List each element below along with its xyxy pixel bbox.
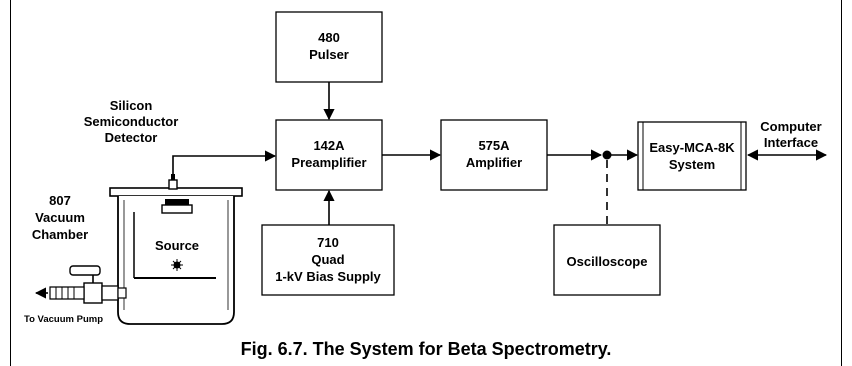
detector-label: Silicon Semiconductor Detector bbox=[84, 98, 179, 145]
oscilloscope-label: Oscilloscope bbox=[567, 254, 648, 269]
bias-label-line-3: 1-kV Bias Supply bbox=[275, 269, 381, 284]
amplifier-block: 575A Amplifier bbox=[440, 119, 548, 191]
svg-text:Detector: Detector bbox=[105, 130, 158, 145]
mca-label-line-1: Easy-MCA-8K bbox=[649, 140, 735, 155]
vacuum-pump-label: To Vacuum Pump bbox=[24, 314, 103, 325]
valve-icon bbox=[34, 265, 127, 304]
detector-to-preamp-arrow bbox=[172, 150, 277, 174]
preamplifier-block: 142A Preamplifier bbox=[275, 119, 383, 191]
source-marker-icon bbox=[171, 259, 183, 271]
mca-label-line-2: System bbox=[669, 157, 715, 172]
amplifier-label-line-1: 575A bbox=[478, 138, 510, 153]
svg-text:Chamber: Chamber bbox=[32, 227, 88, 242]
mca-system-block: Easy-MCA-8K System bbox=[637, 121, 747, 191]
svg-text:Vacuum: Vacuum bbox=[35, 210, 85, 225]
vacuum-chamber-drawing bbox=[34, 174, 243, 325]
preamp-label-line-2: Preamplifier bbox=[291, 155, 366, 170]
source-label: Source bbox=[155, 238, 199, 253]
pulser-block: 480 Pulser bbox=[275, 11, 383, 83]
bias-supply-block: 710 Quad 1-kV Bias Supply bbox=[261, 224, 395, 296]
svg-text:Silicon: Silicon bbox=[110, 98, 153, 113]
chamber-label: 807 Vacuum Chamber bbox=[32, 193, 88, 242]
bias-label-line-1: 710 bbox=[317, 235, 339, 250]
svg-text:Computer: Computer bbox=[760, 119, 821, 134]
pulser-label-line-1: 480 bbox=[318, 30, 340, 45]
amplifier-label-line-2: Amplifier bbox=[466, 155, 522, 170]
pulser-label-line-2: Pulser bbox=[309, 47, 349, 62]
figure-frame bbox=[10, 0, 842, 366]
svg-text:Semiconductor: Semiconductor bbox=[84, 114, 179, 129]
bias-label-line-2: Quad bbox=[311, 252, 344, 267]
figure-caption: Fig. 6.7. The System for Beta Spectromet… bbox=[241, 339, 612, 359]
svg-text:807: 807 bbox=[49, 193, 71, 208]
connections bbox=[172, 82, 828, 225]
preamp-label-line-1: 142A bbox=[313, 138, 345, 153]
junction-dot bbox=[602, 150, 612, 160]
svg-text:Interface: Interface bbox=[764, 135, 818, 150]
computer-interface-label: Computer Interface bbox=[760, 119, 821, 150]
oscilloscope-block: Oscilloscope bbox=[553, 224, 661, 296]
